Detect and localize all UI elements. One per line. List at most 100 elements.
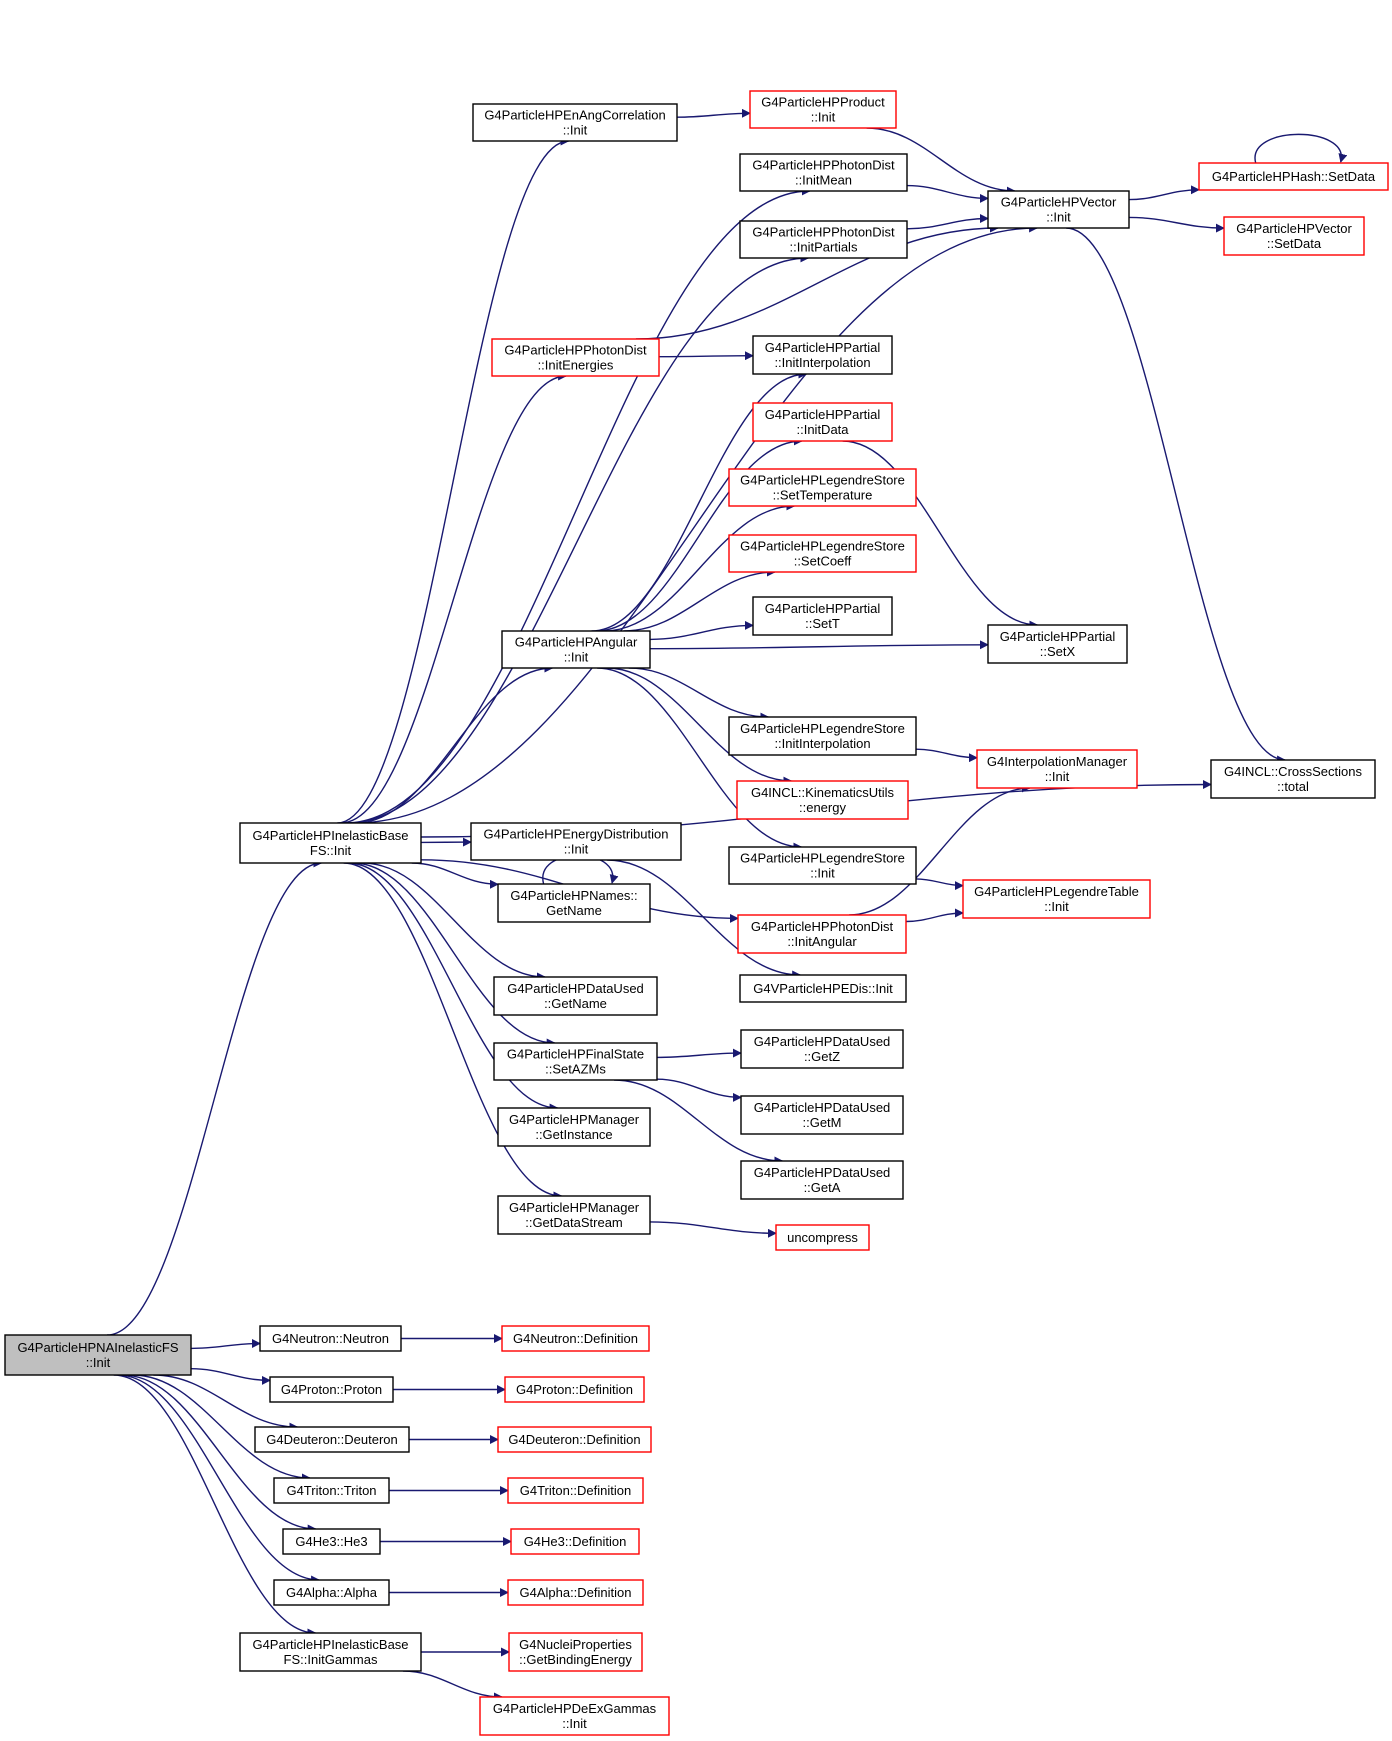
node-vedis-init[interactable]: G4VParticleHPEDis::Init [739, 974, 907, 1003]
node-initmean[interactable]: G4ParticleHPPhotonDist::InitMean [739, 153, 908, 192]
node-box [501, 1325, 650, 1352]
node-leg-settemp[interactable]: G4ParticleHPLegendreStore::SetTemperatur… [728, 468, 917, 507]
node-label-line: G4ParticleHPLegendreStore [740, 721, 905, 736]
edge-angular_init-to-partial_sett [649, 620, 754, 641]
edge-angular_init-to-leg_settemp [604, 501, 796, 632]
node-box [491, 338, 660, 377]
node-proton[interactable]: G4Proton::Proton [269, 1376, 394, 1403]
node-names-getname[interactable]: G4ParticleHPNames::GetName [497, 883, 651, 923]
node-box [4, 1334, 192, 1376]
edge-initgammas-to-dexgammas [402, 1670, 503, 1702]
node-getm[interactable]: G4ParticleHPDataUsed::GetM [740, 1095, 904, 1135]
node-neutron-def[interactable]: G4Neutron::Definition [501, 1325, 650, 1352]
node-leg-initinterp[interactable]: G4ParticleHPLegendreStore::InitInterpola… [728, 716, 917, 756]
node-initangular[interactable]: G4ParticleHPPhotonDist::InitAngular [737, 914, 907, 954]
node-partial-sett[interactable]: G4ParticleHPPartial::SetT [752, 596, 893, 636]
node-label-line: G4Deuteron::Deuteron [266, 1432, 398, 1447]
node-box [269, 1376, 394, 1403]
node-label-line: G4ParticleHPManager [509, 1200, 640, 1215]
node-geta[interactable]: G4ParticleHPDataUsed::GetA [740, 1160, 904, 1200]
node-label-line: ::SetData [1267, 236, 1322, 251]
node-product[interactable]: G4ParticleHPProduct::Init [749, 90, 897, 129]
node-label-line: G4ParticleHPPartial [1000, 629, 1116, 644]
node-box [976, 749, 1138, 789]
node-getdatastream[interactable]: G4ParticleHPManager::GetDataStream [497, 1195, 651, 1235]
node-label-line: ::GetA [804, 1180, 841, 1195]
node-vector-init[interactable]: G4ParticleHPVector::Init [987, 190, 1130, 229]
node-label-line: G4NucleiProperties [519, 1637, 632, 1652]
node-label-line: G4ParticleHPVector [1001, 195, 1117, 210]
node-he3[interactable]: G4He3::He3 [282, 1528, 381, 1555]
node-angular-init[interactable]: G4ParticleHPAngular::Init [501, 630, 651, 669]
edge-leg_init-to-legtable_init [915, 878, 964, 891]
node-enang[interactable]: G4ParticleHPEnAngCorrelation::Init [472, 103, 678, 142]
node-proton-def[interactable]: G4Proton::Definition [504, 1376, 645, 1403]
node-label-line: ::SetAZMs [545, 1062, 606, 1077]
node-box [493, 976, 658, 1016]
node-deuteron-def[interactable]: G4Deuteron::Definition [497, 1426, 652, 1453]
node-vector-setdata[interactable]: G4ParticleHPVector::SetData [1223, 216, 1365, 256]
node-box [1223, 216, 1365, 256]
node-box [752, 596, 893, 636]
node-triton[interactable]: G4Triton::Triton [273, 1477, 390, 1504]
node-box [752, 402, 893, 442]
node-dataused-getname[interactable]: G4ParticleHPDataUsed::GetName [493, 976, 658, 1016]
edge-base_init-to-vector_init [353, 223, 1039, 824]
node-hash-setdata[interactable]: G4ParticleHPHash::SetData [1198, 162, 1389, 191]
node-box [749, 90, 897, 129]
node-dexgammas[interactable]: G4ParticleHPDeExGammas::Init [479, 1696, 670, 1736]
node-kin-energy[interactable]: G4INCL::KinematicsUtils::energy [736, 780, 909, 820]
node-binding[interactable]: G4NucleiProperties::GetBindingEnergy [508, 1632, 643, 1672]
node-leg-init[interactable]: G4ParticleHPLegendreStore::Init [728, 846, 917, 885]
node-box [1198, 162, 1389, 191]
node-label-line: ::energy [799, 800, 846, 815]
node-energy-dist[interactable]: G4ParticleHPEnergyDistribution::Init [470, 822, 682, 861]
node-box [497, 1195, 651, 1235]
node-root[interactable]: G4ParticleHPNAInelasticFS::Init [4, 1334, 192, 1376]
node-label-line: ::SetTemperature [773, 488, 873, 503]
node-label-line: G4ParticleHPPartial [765, 340, 881, 355]
node-legtable-init[interactable]: G4ParticleHPLegendreTable::Init [962, 879, 1151, 919]
node-label-line: G4ParticleHPPartial [765, 601, 881, 616]
node-box [493, 1042, 658, 1081]
node-uncompress[interactable]: uncompress [775, 1224, 870, 1251]
edge-setazms-to-getz [656, 1048, 742, 1059]
node-label-line: G4Alpha::Definition [519, 1585, 631, 1600]
node-label-line: G4Neutron::Neutron [272, 1331, 389, 1346]
edge-vector_init-to-cross_total [1066, 227, 1287, 765]
node-getinstance[interactable]: G4ParticleHPManager::GetInstance [497, 1107, 651, 1147]
node-label-line: FS::InitGammas [284, 1652, 378, 1667]
node-initenergies[interactable]: G4ParticleHPPhotonDist::InitEnergies [491, 338, 660, 377]
node-partial-initinterp[interactable]: G4ParticleHPPartial::InitInterpolation [752, 335, 893, 375]
node-interp-mgr[interactable]: G4InterpolationManager::Init [976, 749, 1138, 789]
node-he3-def[interactable]: G4He3::Definition [510, 1528, 640, 1555]
node-deuteron[interactable]: G4Deuteron::Deuteron [254, 1426, 410, 1453]
node-neutron[interactable]: G4Neutron::Neutron [259, 1325, 402, 1352]
node-box [497, 1426, 652, 1453]
edge-angular_init-to-partial_setx [649, 640, 989, 650]
node-alpha[interactable]: G4Alpha::Alpha [273, 1579, 390, 1606]
node-label-line: ::Init [86, 1355, 111, 1370]
node-box [507, 1477, 644, 1504]
edge-base_init-to-dataused_getname [362, 862, 546, 982]
node-label-line: G4ParticleHPLegendreStore [740, 473, 905, 488]
node-box [479, 1696, 670, 1736]
node-box [987, 190, 1130, 229]
node-label-line: G4ParticleHPDeExGammas [493, 1701, 657, 1716]
node-label-line: G4InterpolationManager [987, 754, 1128, 769]
node-getz[interactable]: G4ParticleHPDataUsed::GetZ [740, 1029, 904, 1069]
node-label-line: ::GetBindingEnergy [519, 1652, 632, 1667]
node-cross-total[interactable]: G4INCL::CrossSections::total [1210, 759, 1376, 799]
node-alpha-def[interactable]: G4Alpha::Definition [507, 1579, 644, 1606]
node-initpartials[interactable]: G4ParticleHPPhotonDist::InitPartials [739, 220, 908, 259]
node-box [254, 1426, 410, 1453]
node-setazms[interactable]: G4ParticleHPFinalState::SetAZMs [493, 1042, 658, 1081]
node-box [282, 1528, 381, 1555]
node-triton-def[interactable]: G4Triton::Definition [507, 1477, 644, 1504]
node-leg-setcoeff[interactable]: G4ParticleHPLegendreStore::SetCoeff [728, 534, 917, 573]
node-partial-setx[interactable]: G4ParticleHPPartial::SetX [987, 624, 1128, 664]
node-partial-initdata[interactable]: G4ParticleHPPartial::InitData [752, 402, 893, 442]
